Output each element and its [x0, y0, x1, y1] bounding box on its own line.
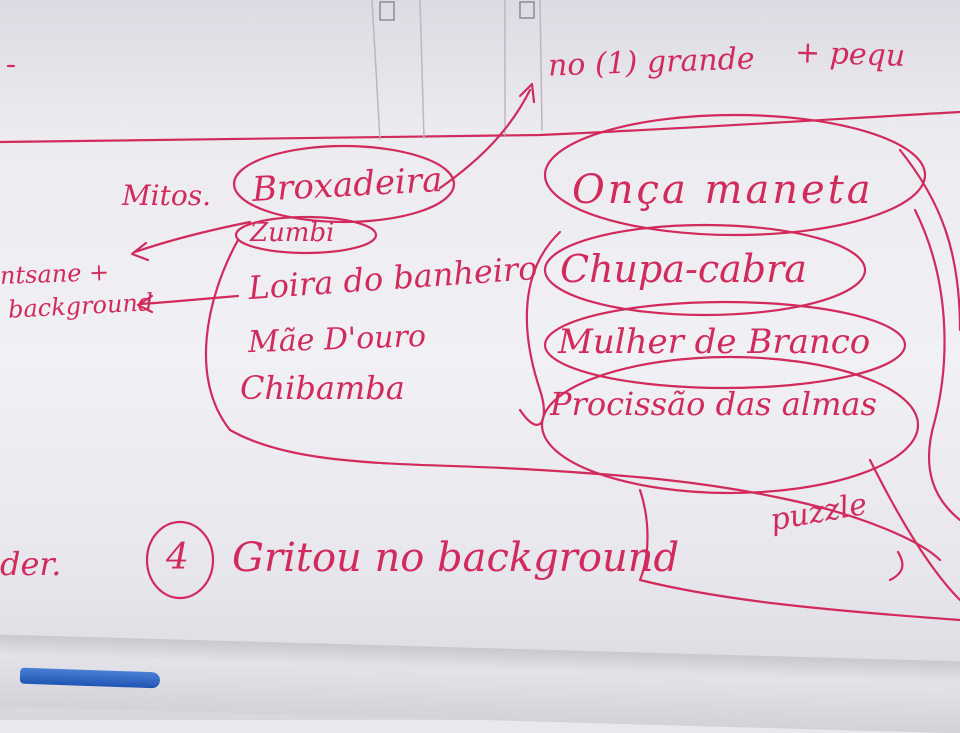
myth-item: Mãe D'ouro	[247, 318, 427, 361]
mitos-label: Mitos.	[122, 179, 212, 212]
myth-item: Broxadeira	[251, 160, 444, 210]
bottom-item-number: 4	[166, 537, 189, 578]
left-note: background	[7, 288, 154, 324]
myth-item: Chibamba	[240, 369, 405, 407]
myth-item: Mulher de Branco	[558, 322, 871, 362]
bottom-item: Gritou no background	[232, 535, 680, 581]
myth-item: Onça maneta	[572, 167, 874, 213]
top-note: no (1) grande	[547, 41, 756, 84]
myth-item: Procissão das almas	[550, 385, 877, 423]
bottom-left-note: der.	[0, 545, 62, 583]
top-note-right: + pequ	[794, 35, 906, 74]
left-note: ntsane +	[0, 258, 110, 290]
myth-item: Chupa-cabra	[560, 247, 807, 291]
myth-item: Zumbi	[250, 218, 335, 248]
